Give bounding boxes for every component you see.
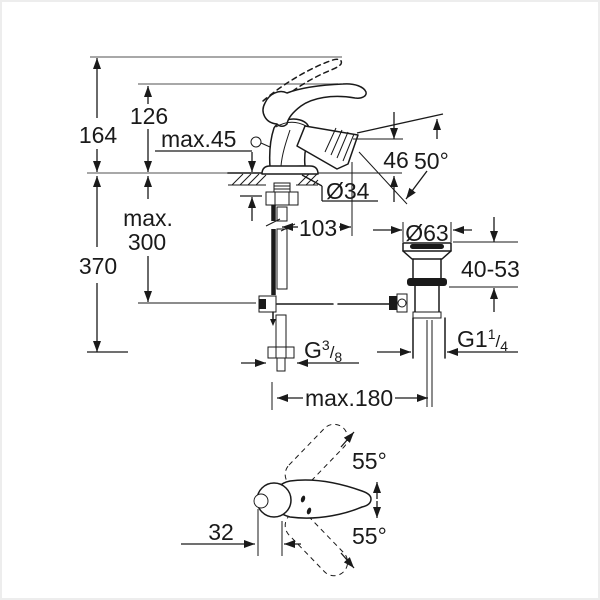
dim-o63-label: Ø63	[405, 220, 448, 246]
dim-4053-label: 40-53	[461, 256, 520, 282]
dim-outlet-height: 46	[353, 112, 409, 202]
lever-raised-dashed	[262, 58, 343, 110]
drain-gasket	[407, 278, 447, 286]
drain-body-lower	[414, 285, 440, 313]
aerator-ribs	[324, 127, 355, 162]
dim-max300-label-1: max.	[123, 205, 173, 231]
dim-max45-label: max.45	[161, 126, 236, 152]
body-contour	[280, 129, 291, 167]
cartridge-dome-seam	[275, 121, 307, 128]
dim-flange-diameter: Ø63	[373, 220, 472, 246]
flange-taper	[402, 250, 452, 260]
pop-up-rod	[258, 295, 390, 326]
dim-max300-label-2: 300	[128, 229, 166, 255]
dim-clamping-range: 40-53	[449, 217, 520, 312]
dim-55-lower-label: 55°	[352, 523, 387, 549]
dim-126-label: 126	[130, 103, 168, 129]
flex-hose-mid	[276, 228, 288, 290]
flex-hose-upper	[276, 206, 288, 222]
dim-o34-label: Ø34	[326, 178, 370, 204]
pop-up-knob-link	[260, 142, 271, 148]
dim-tap-hole: Ø34	[301, 174, 378, 204]
rod-actuator-ball	[397, 298, 407, 308]
dim-103-label: 103	[299, 215, 337, 241]
side-view-mounting	[227, 172, 319, 206]
base-plate	[261, 165, 319, 175]
dim-max180-label: max.180	[305, 385, 393, 411]
rod-tip	[270, 319, 276, 326]
drain-joint-band	[412, 311, 442, 319]
threaded-shank	[273, 182, 291, 193]
dim-164: 164	[79, 58, 118, 172]
drain-inner-pipe	[426, 320, 433, 407]
pop-up-knob	[250, 136, 262, 148]
drain-plug	[410, 244, 444, 249]
dim-spout-angle: 50°	[356, 113, 449, 205]
handle-front-knob	[253, 493, 269, 509]
rod-joint-clamp	[259, 299, 266, 309]
deck-hatching	[231, 173, 319, 186]
dim-50deg-label: 50°	[414, 148, 449, 174]
handle-detail-dot-1	[300, 495, 306, 503]
union-facets	[275, 347, 287, 358]
drain-assembly	[389, 242, 452, 407]
handle-detail-dot-2	[306, 507, 312, 515]
drain-body-upper	[412, 258, 442, 279]
dim-waste-thread: G11/4	[377, 326, 518, 356]
top-view-handle: 55° 55° 32	[181, 423, 387, 577]
dim-g38-label: G3/8	[304, 337, 342, 365]
supply-stub	[276, 357, 286, 372]
drain-tailpiece	[412, 317, 446, 359]
swing-arc-upper-arrow	[340, 431, 355, 448]
nut-facets	[274, 192, 290, 205]
dim-55-upper-label: 55°	[352, 448, 387, 474]
swing-arc-lower-arrow	[340, 552, 355, 569]
dim-126: 126	[130, 86, 168, 172]
dim-46-label: 46	[383, 147, 409, 173]
dim-32-label: 32	[208, 519, 234, 545]
rod-actuator-block	[389, 296, 397, 310]
lever-handle	[262, 83, 367, 127]
flex-hose-lower	[275, 314, 287, 348]
dim-g114-label: G11/4	[457, 326, 508, 354]
dim-max300: max. 300	[123, 176, 256, 304]
dim-supply-thread: G3/8	[241, 337, 359, 367]
side-view-supply-hose	[265, 205, 296, 372]
dim-max45: max.45	[155, 126, 262, 221]
mounting-nut	[265, 191, 299, 206]
dim-370-label: 370	[79, 253, 117, 279]
shank-threads	[274, 185, 290, 190]
dim-projection: 103	[282, 162, 353, 241]
dim-370: 370	[79, 176, 128, 353]
side-view-faucet	[250, 58, 367, 175]
dim-max-reach: max.180	[271, 382, 428, 411]
supply-union-nut	[267, 346, 295, 359]
dim-164-label: 164	[79, 122, 118, 148]
